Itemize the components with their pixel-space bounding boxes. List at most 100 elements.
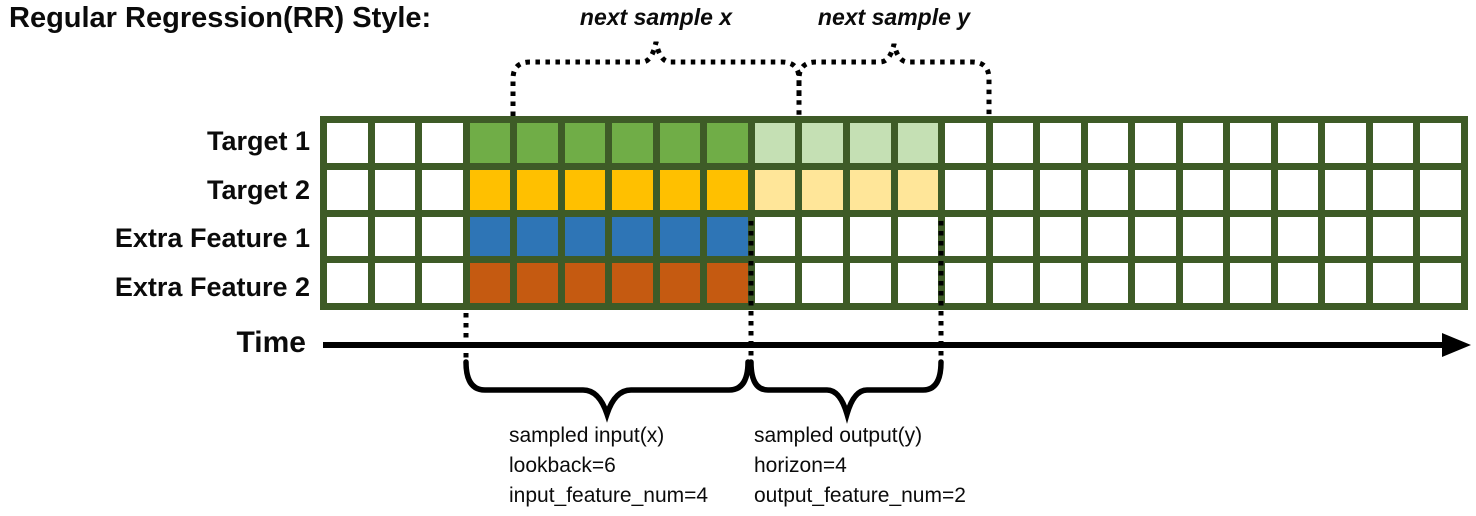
next-sample-y-label: next sample y — [817, 4, 971, 30]
grid-cell — [1040, 169, 1081, 210]
grid-cell — [327, 263, 368, 303]
lookback-value: lookback=6 — [509, 454, 616, 477]
row-label: Target 2 — [206, 174, 310, 205]
grid-cell — [992, 216, 1034, 257]
grid-cell — [469, 263, 511, 303]
grid-cell — [1230, 169, 1271, 210]
grid-cell — [1420, 169, 1461, 210]
grid-cell — [1135, 123, 1176, 163]
grid-cell — [945, 263, 986, 303]
grid-cell — [422, 169, 463, 210]
next-sample-x-brace — [510, 41, 802, 116]
grid-cell — [1420, 263, 1461, 303]
grid-cell — [374, 216, 416, 257]
grid-cell — [802, 169, 843, 210]
grid-cell — [1182, 263, 1224, 303]
next-sample-x-label: next sample x — [579, 4, 733, 30]
grid-cell — [612, 263, 653, 303]
grid-cell — [659, 263, 701, 303]
grid-cell — [1040, 123, 1081, 163]
input-feature-num-value: input_feature_num=4 — [509, 484, 709, 507]
grid-cell — [659, 169, 701, 210]
sampled-output-title: sampled output(y) — [754, 424, 923, 447]
row-label: Target 1 — [206, 126, 310, 157]
grid-cell — [517, 263, 558, 303]
grid-cell — [849, 216, 891, 257]
grid-cell — [849, 123, 891, 163]
grid-cell — [897, 123, 939, 163]
grid-cell — [612, 123, 653, 163]
grid-cell — [802, 216, 843, 257]
grid-cell — [1182, 216, 1224, 257]
grid-cell — [374, 123, 416, 163]
grid-cell — [422, 216, 463, 257]
next-sample-y-brace — [796, 43, 992, 116]
grid-cell — [564, 263, 606, 303]
grid-cell — [1230, 263, 1271, 303]
grid-cell — [612, 216, 653, 257]
grid-cell — [327, 169, 368, 210]
grid-cell — [1372, 263, 1414, 303]
row-label: Extra Feature 1 — [114, 223, 310, 254]
grid-cell — [1277, 169, 1319, 210]
grid-cell — [1372, 123, 1414, 163]
grid-cell — [1420, 216, 1461, 257]
grid-cell — [327, 216, 368, 257]
grid-cell — [1277, 123, 1319, 163]
horizon-value: horizon=4 — [754, 454, 847, 477]
grid-cell — [945, 169, 986, 210]
grid-cell — [1087, 263, 1129, 303]
grid-cell — [754, 169, 796, 210]
grid-cell — [992, 123, 1034, 163]
grid-cell — [992, 169, 1034, 210]
diagram-title: Regular Regression(RR) Style: — [9, 2, 432, 34]
grid-cell — [1325, 263, 1366, 303]
grid-cell — [707, 263, 748, 303]
grid-cell — [849, 263, 891, 303]
grid-cell — [707, 169, 748, 210]
grid-cell — [1372, 169, 1414, 210]
grid-cell — [897, 263, 939, 303]
grid-cell — [517, 216, 558, 257]
grid-cell — [849, 169, 891, 210]
grid-cell — [754, 123, 796, 163]
grid-cell — [1277, 263, 1319, 303]
grid-cell — [1087, 216, 1129, 257]
grid-cell — [374, 263, 416, 303]
grid-cell — [754, 263, 796, 303]
sampled-output-brace — [748, 359, 944, 424]
grid-cell — [469, 216, 511, 257]
grid-cell — [897, 216, 939, 257]
grid-cell — [374, 169, 416, 210]
sampled-input-title: sampled input(x) — [509, 424, 665, 447]
sampled-input-brace — [463, 359, 751, 423]
grid-cell — [564, 216, 606, 257]
grid-cell — [1325, 216, 1366, 257]
grid-cell — [422, 123, 463, 163]
grid-cell — [1182, 169, 1224, 210]
sampled-input-annotation: sampled input(x) lookback=6 input_featur… — [509, 421, 708, 511]
grid-cell — [517, 169, 558, 210]
time-axis-label: Time — [236, 326, 306, 359]
grid-cell — [754, 216, 796, 257]
time-arrow-head-icon — [1442, 333, 1471, 357]
grid-cell — [802, 263, 843, 303]
grid-cell — [945, 216, 986, 257]
grid-cell — [1135, 169, 1176, 210]
sampled-output-annotation: sampled output(y) horizon=4 output_featu… — [754, 421, 966, 511]
grid-cell — [897, 169, 939, 210]
grid-cell — [1325, 169, 1366, 210]
grid-cell — [1040, 263, 1081, 303]
grid-cell — [1182, 123, 1224, 163]
grid-cell — [1420, 123, 1461, 163]
grid-cell — [564, 123, 606, 163]
grid-cell — [1325, 123, 1366, 163]
grid-cell — [612, 169, 653, 210]
grid-cell — [1230, 123, 1271, 163]
grid-cell — [1087, 123, 1129, 163]
grid-cell — [992, 263, 1034, 303]
row-label: Extra Feature 2 — [114, 271, 310, 302]
grid-cell — [802, 123, 843, 163]
grid-cell — [1277, 216, 1319, 257]
